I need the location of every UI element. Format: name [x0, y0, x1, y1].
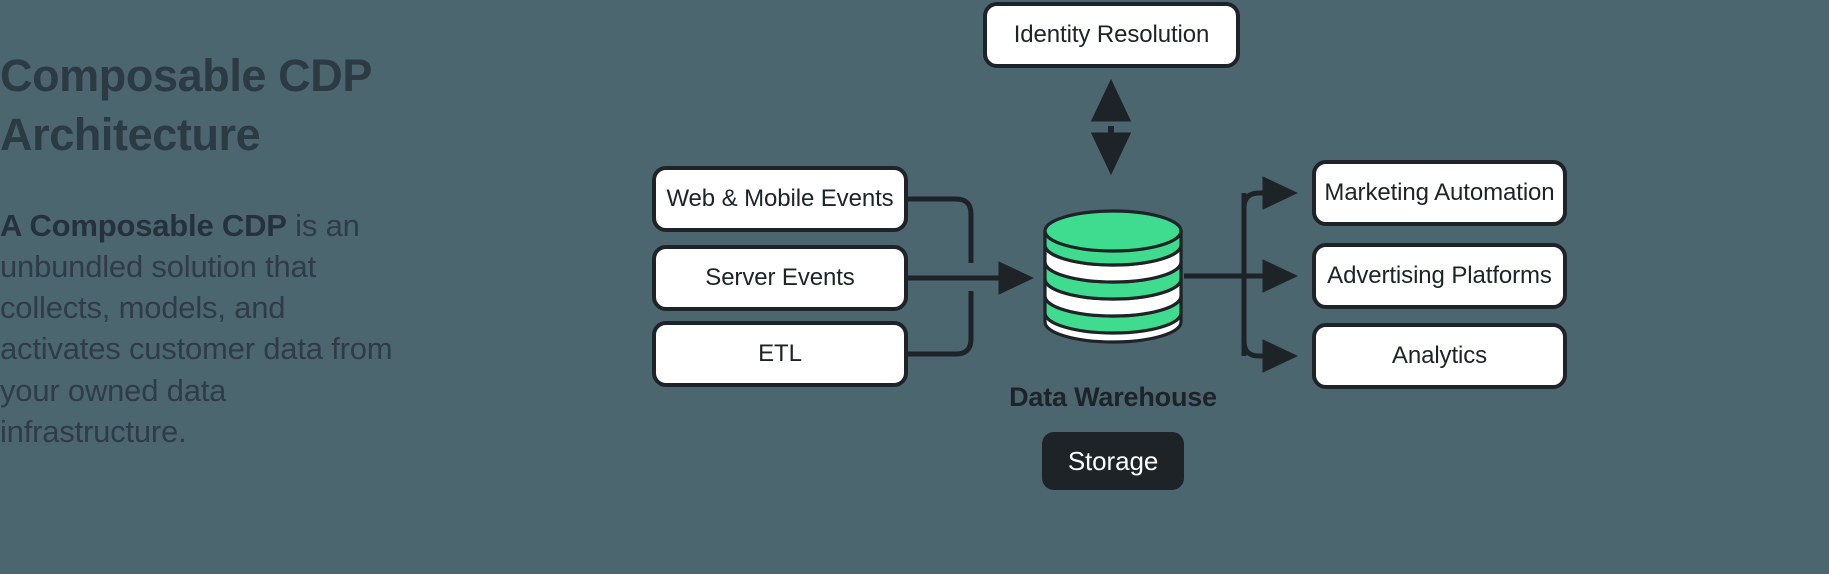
intro-paragraph-rest: is an unbundled solution that collects, …: [0, 207, 393, 449]
node-label: ETL: [758, 340, 802, 367]
node-advertising-platforms[interactable]: Advertising Platforms: [1312, 243, 1567, 309]
node-web-mobile-events[interactable]: Web & Mobile Events: [652, 166, 908, 232]
edge-etl-to-bus: [908, 291, 974, 357]
node-server-events[interactable]: Server Events: [652, 245, 908, 311]
node-label: Server Events: [705, 264, 855, 291]
node-identity-resolution[interactable]: Identity Resolution: [983, 2, 1240, 68]
storage-badge[interactable]: Storage: [1042, 432, 1184, 490]
node-marketing-automation[interactable]: Marketing Automation: [1312, 160, 1567, 226]
node-label: Web & Mobile Events: [666, 185, 894, 212]
intro-paragraph: A Composable CDP is an unbundled solutio…: [0, 165, 400, 452]
database-cylinder-icon: [1043, 209, 1183, 344]
page-title: Composable CDP Architecture: [0, 50, 372, 161]
intro-copy: Composable CDP Architecture A Composable…: [0, 46, 430, 452]
intro-paragraph-bold: A Composable CDP: [0, 207, 287, 243]
edge-to-marketing: [1241, 176, 1298, 210]
node-analytics[interactable]: Analytics: [1312, 323, 1567, 389]
edge-web-to-bus: [908, 196, 974, 263]
node-etl[interactable]: ETL: [652, 321, 908, 387]
edge-to-analytics: [1241, 339, 1298, 373]
node-label: Analytics: [1391, 342, 1488, 369]
data-warehouse-label: Data Warehouse: [1009, 382, 1217, 412]
storage-badge-label: Storage: [1067, 445, 1159, 476]
node-label: Marketing Automation: [1324, 179, 1555, 206]
node-label: Advertising Platforms: [1327, 262, 1552, 289]
node-label: Identity Resolution: [1013, 21, 1210, 48]
